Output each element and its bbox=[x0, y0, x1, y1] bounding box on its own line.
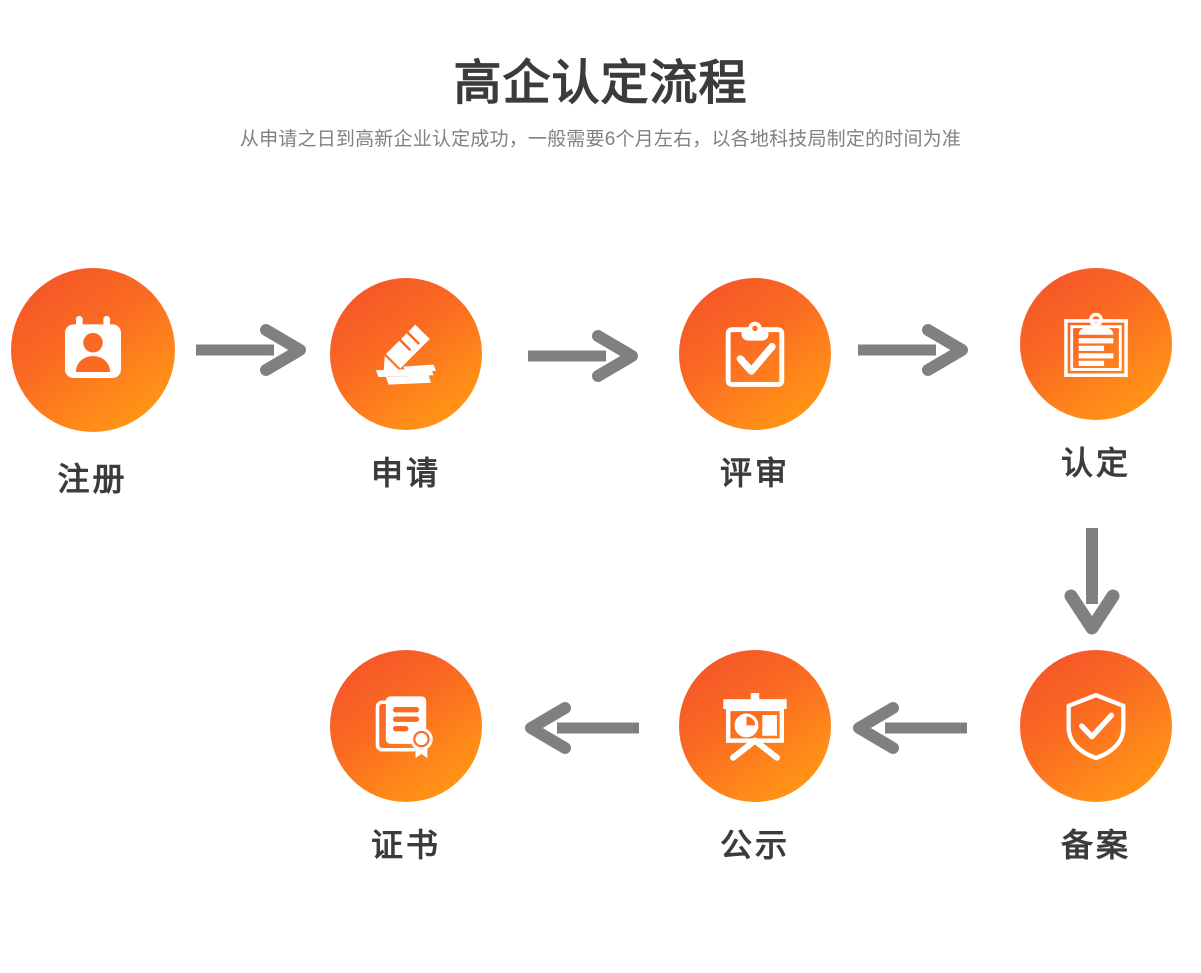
arrow-right-icon-2 bbox=[528, 328, 640, 384]
flow-step-cert-circle[interactable] bbox=[330, 650, 482, 802]
flow-step-apply[interactable]: 申请 bbox=[322, 278, 490, 494]
flow-step-cert[interactable]: 证书 bbox=[322, 650, 490, 866]
arrow-right-icon-3 bbox=[858, 322, 970, 378]
flow-step-register-circle[interactable] bbox=[10, 268, 175, 432]
clipboard-document-icon bbox=[1059, 307, 1133, 381]
arrow-left-icon-1 bbox=[851, 700, 971, 756]
flow-step-publicity-circle[interactable] bbox=[679, 650, 831, 802]
certificate-seal-icon bbox=[368, 688, 444, 764]
header: 高企认定流程 从申请之日到高新企业认定成功，一般需要6个月左右，以各地科技局制定… bbox=[0, 0, 1201, 153]
flow-step-record-circle[interactable] bbox=[1020, 650, 1172, 802]
flow-step-register-label: 注册 bbox=[57, 461, 128, 497]
page-subtitle: 从申请之日到高新企业认定成功，一般需要6个月左右，以各地科技局制定的时间为准 bbox=[239, 128, 962, 150]
page-title: 高企认定流程 bbox=[453, 57, 748, 110]
flow-step-register[interactable]: 注册 bbox=[0, 268, 185, 500]
flow-step-review-circle[interactable] bbox=[679, 278, 831, 430]
arrow-down-icon bbox=[1062, 528, 1122, 636]
flow-step-certify[interactable]: 认定 bbox=[1012, 268, 1180, 484]
flow-step-review[interactable]: 评审 bbox=[671, 278, 839, 494]
arrow-left-icon-2 bbox=[523, 700, 643, 756]
flow-step-certify-circle[interactable] bbox=[1020, 268, 1172, 420]
flow-step-publicity-label: 公示 bbox=[719, 827, 790, 863]
flow-step-certify-label: 认定 bbox=[1060, 445, 1131, 481]
flow-step-apply-circle[interactable] bbox=[330, 278, 482, 430]
flow-step-review-label: 评审 bbox=[719, 455, 790, 491]
flow-step-apply-label: 申请 bbox=[370, 455, 441, 491]
flow-step-record[interactable]: 备案 bbox=[1012, 650, 1180, 866]
flow-step-publicity[interactable]: 公示 bbox=[671, 650, 839, 866]
flow-step-cert-label: 证书 bbox=[370, 827, 441, 863]
shield-check-icon bbox=[1058, 688, 1134, 764]
presentation-chart-icon bbox=[716, 687, 794, 765]
arrow-right-icon-1 bbox=[196, 322, 308, 378]
clipboard-check-icon bbox=[716, 315, 794, 393]
flow-step-record-label: 备案 bbox=[1060, 827, 1131, 863]
pencil-writing-icon bbox=[366, 314, 446, 394]
id-card-person-icon bbox=[54, 311, 132, 389]
